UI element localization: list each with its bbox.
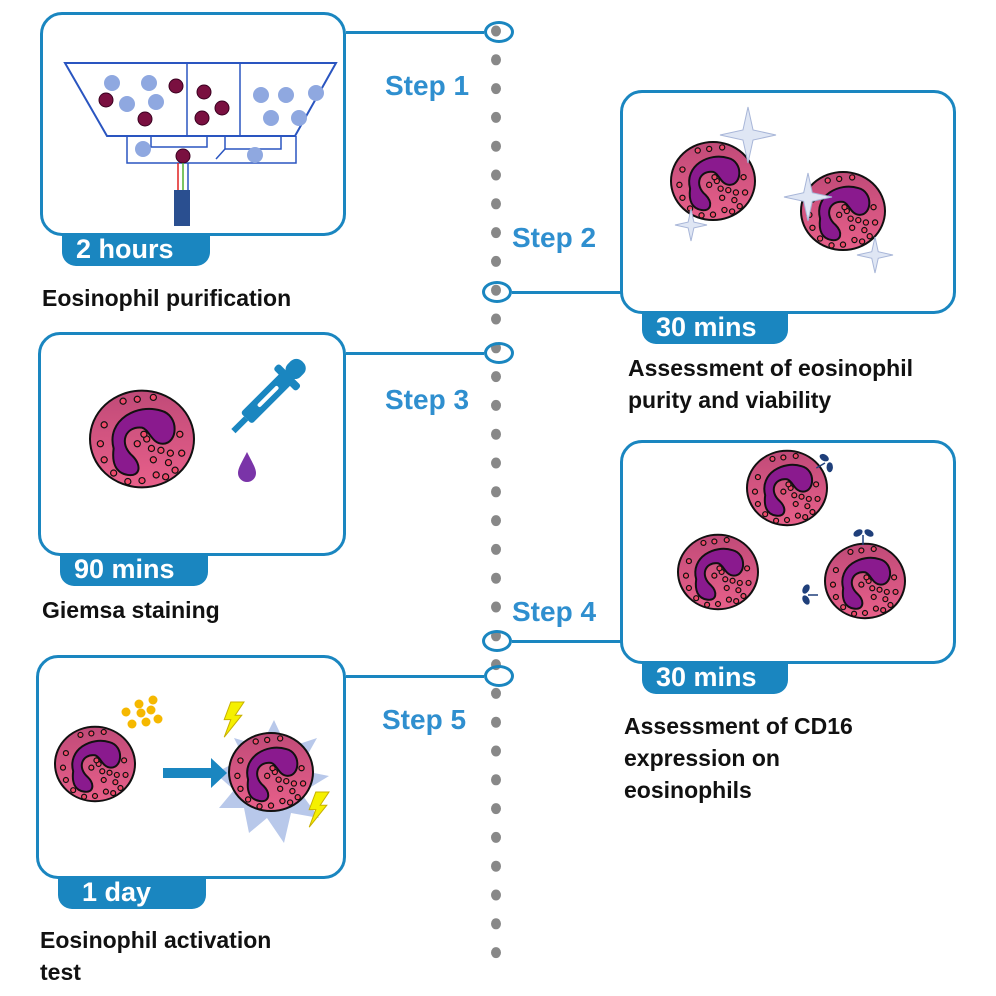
eosinophil-cell-icon <box>824 542 906 620</box>
timeline-dot <box>491 601 501 613</box>
giemsa-staining-icon <box>89 358 306 489</box>
timeline-dot <box>491 803 501 815</box>
eosinophil-cell-icon <box>89 389 195 489</box>
timeline-dot <box>491 457 501 469</box>
step4-connector <box>512 640 622 643</box>
step5-caption: Eosinophil activation test <box>40 927 272 985</box>
timeline-dot <box>491 687 501 699</box>
ligand-dot <box>141 717 151 727</box>
eosinophil-cell-icon <box>54 725 136 803</box>
timeline-dot <box>491 227 501 239</box>
timeline-dot <box>491 54 501 66</box>
ligand-dot <box>153 714 163 724</box>
timeline-dot <box>491 918 501 930</box>
step2-timeline-node <box>482 281 512 303</box>
step2-panel <box>620 90 956 314</box>
step2-duration-badge: 30 mins <box>642 312 788 344</box>
step4-timeline-node <box>482 630 512 652</box>
timeline-dot <box>491 860 501 872</box>
step3-duration-badge: 90 mins <box>60 554 208 586</box>
timeline-dot <box>491 572 501 584</box>
step2-label: Step 2 <box>512 222 597 253</box>
step2-connector <box>512 291 622 294</box>
eosinophil-activation-icon <box>54 695 330 843</box>
timeline-dot <box>491 399 501 411</box>
timeline-dot <box>491 831 501 843</box>
sparkle-icon <box>719 106 777 164</box>
step3-caption: Giemsa staining <box>42 597 220 623</box>
timeline-dot <box>491 486 501 498</box>
timeline-dot <box>491 889 501 901</box>
step4-label: Step 4 <box>512 596 597 627</box>
step1-duration-badge: 2 hours <box>62 234 210 266</box>
timeline-dot <box>491 947 501 959</box>
step1-timeline-node <box>484 21 514 43</box>
step2-caption: Assessment of eosinophil purity and viab… <box>628 355 914 413</box>
dropper-icon <box>231 358 306 434</box>
timeline-dot <box>491 745 501 757</box>
timeline-dot <box>491 716 501 728</box>
ligand-dot <box>136 708 146 718</box>
step5-connector <box>346 675 484 678</box>
ligand-dot <box>127 719 137 729</box>
eosinophil-cell-icon <box>670 140 756 222</box>
eosinophil-cell-icon <box>228 731 314 813</box>
sparkling-eosinophils-icon <box>670 106 894 274</box>
timeline-dot <box>491 428 501 440</box>
sparkle-icon <box>783 172 833 222</box>
timeline-dot <box>491 255 501 267</box>
timeline-dot <box>491 515 501 527</box>
sparkle-icon <box>856 236 894 274</box>
cd16-receptor-eosinophils-icon <box>677 449 906 620</box>
sparkle-icon <box>674 208 708 242</box>
timeline-dot <box>491 169 501 181</box>
step5-timeline-node <box>484 665 514 687</box>
step1-panel <box>40 12 346 236</box>
arrow-shaft <box>163 768 213 778</box>
step4-panel <box>620 440 956 664</box>
step5-duration-badge: 1 day <box>58 877 206 909</box>
step5-panel <box>36 655 346 879</box>
timeline-dot <box>491 774 501 786</box>
step3-timeline-node <box>484 342 514 364</box>
ligand-dot <box>121 707 131 717</box>
step4-caption: Assessment of CD16 expression on eosinop… <box>624 713 853 803</box>
lightning-bolt-icon <box>223 701 245 738</box>
step1-connector <box>346 31 484 34</box>
cd16-receptor-icon <box>815 453 833 473</box>
step3-connector <box>346 352 484 355</box>
step5-label: Step 5 <box>382 704 467 735</box>
step4-duration-badge: 30 mins <box>642 662 788 694</box>
timeline-dot <box>491 111 501 123</box>
eosinophil-cell-icon <box>746 449 828 527</box>
microfluidic-sorting-chamber-icon <box>63 62 338 226</box>
step1-caption: Eosinophil purification <box>42 285 292 311</box>
ligand-dot <box>148 695 158 705</box>
eosinophil-cell-icon <box>800 170 886 252</box>
step1-label: Step 1 <box>385 70 470 101</box>
stain-drop-icon <box>238 452 256 482</box>
step3-label: Step 3 <box>385 384 470 415</box>
timeline-dot <box>491 313 501 325</box>
arrow-head-icon <box>211 758 227 788</box>
ligand-dot <box>134 699 144 709</box>
timeline-dot <box>491 543 501 555</box>
eosinophil-cell-icon <box>677 533 759 611</box>
timeline-dot <box>491 83 501 95</box>
step3-panel <box>38 332 346 556</box>
ligand-dot <box>146 705 156 715</box>
cd16-receptor-icon <box>802 584 818 605</box>
timeline-dot <box>491 371 501 383</box>
cd16-receptor-icon <box>853 529 874 545</box>
lightning-bolt-icon <box>308 791 330 828</box>
timeline-dot <box>491 140 501 152</box>
timeline-dot <box>491 198 501 210</box>
